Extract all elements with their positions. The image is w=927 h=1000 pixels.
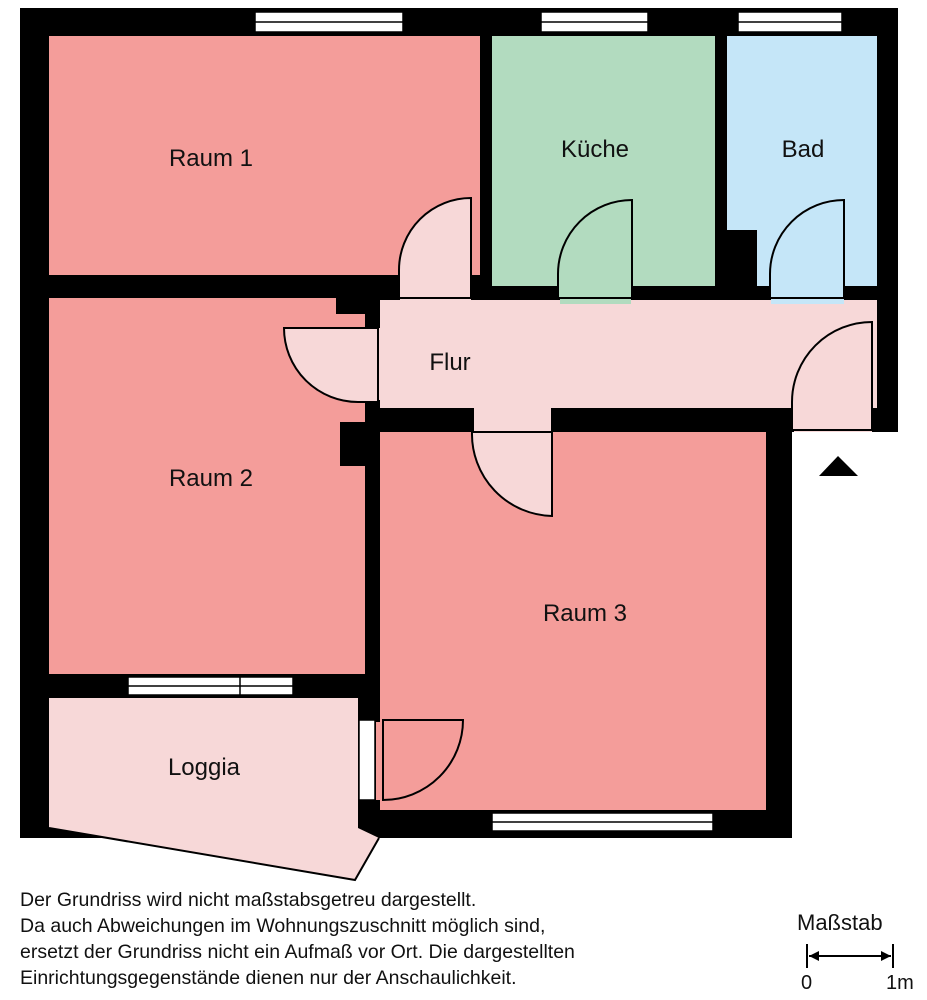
scale-start: 0 xyxy=(801,972,813,994)
label-raum-3: Raum 3 xyxy=(543,600,627,627)
window xyxy=(358,719,376,801)
label-bad: Bad xyxy=(782,136,825,163)
bath-shaft xyxy=(727,230,757,288)
label-loggia: Loggia xyxy=(168,754,241,781)
scale-end: 1m xyxy=(886,972,914,994)
door-swing xyxy=(769,198,845,299)
door-swing xyxy=(382,719,465,802)
door-swing xyxy=(470,431,553,518)
label-kueche: Küche xyxy=(561,136,629,163)
door-swing xyxy=(282,327,379,403)
label-raum-1: Raum 1 xyxy=(169,145,253,172)
scale-bar-icon xyxy=(806,944,894,968)
disclaimer-line: Einrichtungsgegenstände dienen nur der A… xyxy=(20,967,517,989)
entrance-arrow-icon xyxy=(819,456,858,476)
disclaimer-line: Der Grundriss wird nicht maßstabsgetreu … xyxy=(20,889,477,911)
room-loggia xyxy=(49,698,379,880)
door-swing xyxy=(557,198,633,299)
scale-label: Maßstab xyxy=(797,910,883,935)
door-opening xyxy=(376,722,384,800)
disclaimer-line: ersetzt der Grundriss nicht ein Aufmaß v… xyxy=(20,941,575,963)
wall-pier xyxy=(336,290,366,314)
door-opening xyxy=(474,404,551,434)
disclaimer-line: Da auch Abweichungen im Wohnungszuschnit… xyxy=(20,915,546,937)
wall-pier xyxy=(340,422,370,466)
floor-plan: Raum 1 Küche Bad Flur Raum 2 Raum 3 Logg… xyxy=(20,8,898,882)
label-raum-2: Raum 2 xyxy=(169,465,253,492)
disclaimer-text: Der Grundriss wird nicht maßstabsgetreu … xyxy=(20,887,760,991)
door-swing xyxy=(398,196,472,299)
label-flur: Flur xyxy=(429,349,470,376)
door-swing xyxy=(791,320,873,431)
loggia-railing xyxy=(48,827,380,882)
